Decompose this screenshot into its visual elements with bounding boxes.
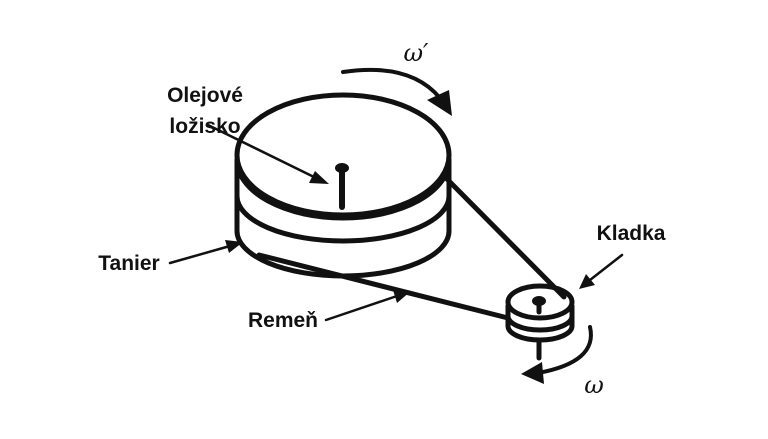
pointer-platter xyxy=(168,240,243,265)
pointer-bearing xyxy=(206,123,329,184)
platter-rotation-arrow xyxy=(341,67,452,116)
pulley xyxy=(505,283,575,361)
belt xyxy=(256,173,567,321)
platter-front-edge xyxy=(234,157,452,221)
label-bearing-line2: ložisko xyxy=(169,115,240,138)
label-pulley: Kladka xyxy=(597,222,666,245)
platter-bottom-rim xyxy=(234,210,452,279)
bearing-spindle xyxy=(335,163,349,210)
label-platter: Tanier xyxy=(98,252,159,275)
label-omega-pulley: ω xyxy=(584,371,604,399)
pointer-pulley xyxy=(579,253,624,289)
pulley-rotation-arrow xyxy=(521,325,593,384)
platter-groove xyxy=(234,193,452,244)
label-bearing-line1: Olejové xyxy=(167,84,243,107)
label-omega-platter: ω′ xyxy=(403,39,429,67)
platter-top-surface xyxy=(234,92,452,218)
label-belt: Remeň xyxy=(248,309,318,332)
pointer-belt xyxy=(324,290,411,322)
